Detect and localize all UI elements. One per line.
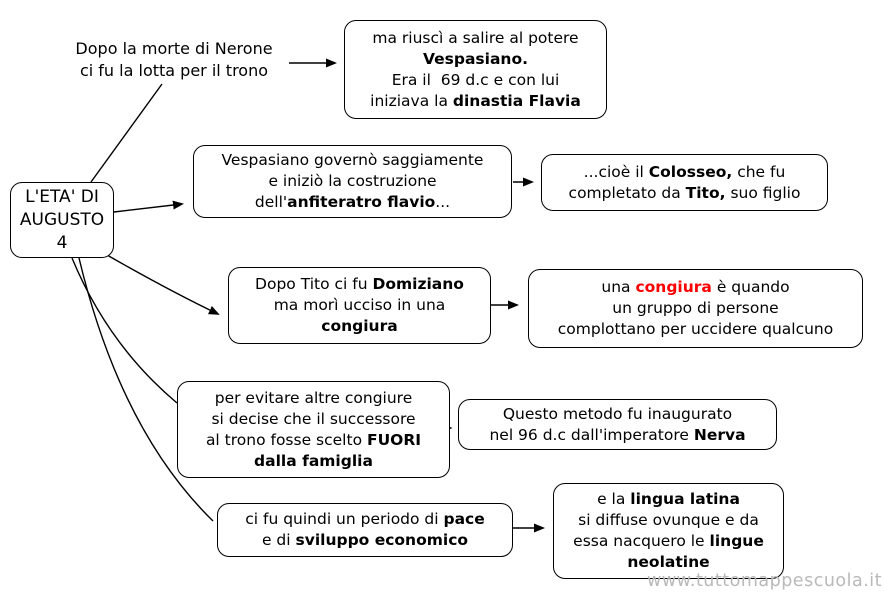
intro-line-2: ci fu la lotta per il trono	[79, 61, 269, 80]
intro-text: Dopo la morte di Nerone ci fu la lotta p…	[55, 38, 293, 82]
node-vespasiano-rule: Vespasiano governò saggiamente e iniziò …	[193, 145, 512, 218]
intro-line-1: Dopo la morte di Nerone	[75, 39, 273, 58]
watermark-text: www.tuttomappescuola.it	[647, 571, 882, 591]
node-nerva: Questo metodo fu inaugurato nel 96 d.c d…	[458, 399, 777, 450]
node-domiziano: Dopo Tito ci fu Domiziano ma morì ucciso…	[228, 267, 491, 344]
connector-root-to-domiziano	[106, 254, 220, 315]
node-lingua-latina: e la lingua latina si diffuse ovunque e …	[553, 483, 784, 579]
connector-root-to-successore	[71, 257, 178, 404]
node-congiura-definition: una congiura è quando un gruppo di perso…	[528, 269, 863, 348]
node-root-title: L'ETA' DI AUGUSTO 4	[10, 182, 114, 258]
node-successore: per evitare altre congiure si decise che…	[177, 381, 450, 478]
connector-root-to-intro	[90, 83, 163, 183]
node-colosseo: ...cioè il Colosseo, che fu completato d…	[541, 154, 828, 211]
connector-root-to-pace	[78, 257, 214, 522]
node-pace: ci fu quindi un periodo di pace e di svi…	[217, 503, 513, 557]
node-vespasiano-rise: ma riuscì a salire al potere Vespasiano.…	[344, 20, 607, 119]
connector-root-to-vespasiano-rule	[113, 200, 184, 213]
